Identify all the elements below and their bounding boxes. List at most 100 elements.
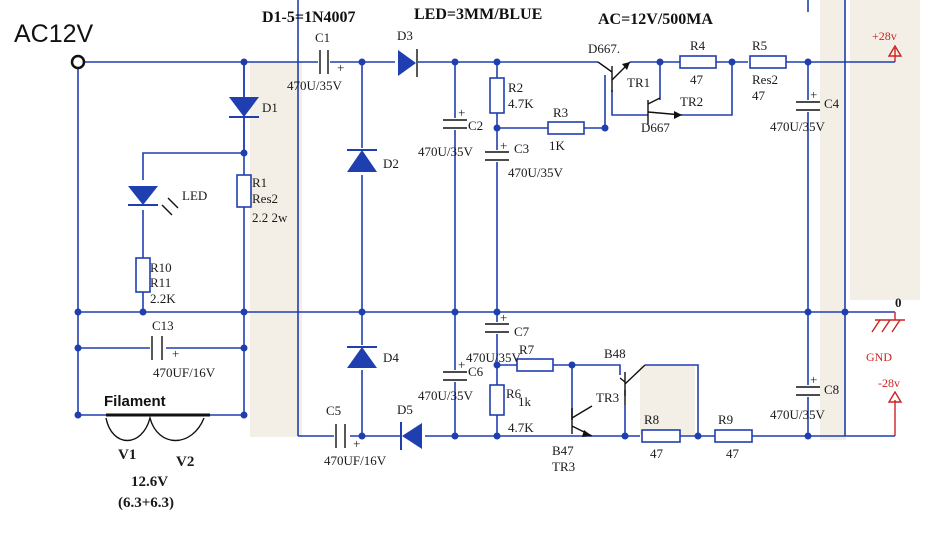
r5-type: Res2 xyxy=(752,72,778,87)
pos-rail-terminal xyxy=(887,44,903,62)
capacitor-c3: + xyxy=(485,138,509,161)
c2-value: 470U/35V xyxy=(418,144,474,159)
header-ac: AC=12V/500MA xyxy=(598,11,713,28)
d5-ref: D5 xyxy=(397,402,413,417)
diode-d4 xyxy=(347,346,377,368)
transistor-tr2 xyxy=(647,97,683,124)
c4-ref: C4 xyxy=(824,96,840,111)
r10-value: 2.2K xyxy=(150,291,176,306)
transistor-tr3-b48 xyxy=(619,364,646,405)
capacitor-c1: + xyxy=(319,50,344,75)
r11-ref: R11 xyxy=(150,275,171,290)
d1-ref: D1 xyxy=(262,100,278,115)
capacitor-c7: + xyxy=(485,310,509,333)
r5-ref: R5 xyxy=(752,38,767,53)
ac-input-terminal xyxy=(70,54,86,70)
r1-value: 2.2 2w xyxy=(252,210,288,225)
header-led: LED=3MM/BLUE xyxy=(414,6,542,23)
resistor-r5 xyxy=(749,55,787,69)
r8-value: 47 xyxy=(650,446,664,461)
capacitor-c8: + xyxy=(796,372,820,396)
c5-ref: C5 xyxy=(326,403,341,418)
transistor-tr1 xyxy=(597,61,631,92)
r4-ref: R4 xyxy=(690,38,706,53)
tr3a-part: B48 xyxy=(604,346,626,361)
tr3b-ref: TR3 xyxy=(552,459,575,474)
r5-value: 47 xyxy=(752,88,766,103)
tr1-ref: TR1 xyxy=(627,75,650,90)
filament-voltage: 12.6V xyxy=(131,474,168,490)
c1-value: 470U/35V xyxy=(287,78,343,93)
resistor-r1 xyxy=(236,174,252,208)
capacitor-c6: + xyxy=(443,357,467,381)
diode-d5 xyxy=(400,422,422,450)
r4-value: 47 xyxy=(690,72,704,87)
tr1-part: D667. xyxy=(588,41,620,56)
resistor-r4 xyxy=(679,55,717,69)
r10-ref: R10 xyxy=(150,260,172,275)
filament-split: (6.3+6.3) xyxy=(118,495,174,511)
junction-dots xyxy=(74,58,849,440)
c7-value: 470U/35V xyxy=(466,350,522,365)
capacitor-c2: + xyxy=(443,105,467,129)
ground-symbol xyxy=(871,312,905,333)
c13-value: 470UF/16V xyxy=(153,365,216,380)
c6-value: 470U/35V xyxy=(418,388,474,403)
diode-d1 xyxy=(229,62,259,153)
r7-ref: R7 xyxy=(519,342,535,357)
header-diodes: D1-5=1N4007 xyxy=(262,9,356,26)
r6-value: 4.7K xyxy=(508,420,534,435)
resistor-r6 xyxy=(489,384,505,416)
c8-ref: C8 xyxy=(824,382,839,397)
c3-value: 470U/35V xyxy=(508,165,564,180)
r1-type: Res2 xyxy=(252,191,278,206)
diode-d3 xyxy=(398,49,418,77)
capacitor-c4: + xyxy=(796,87,820,111)
transistor-tr3-b47 xyxy=(571,405,593,437)
r6-value2: 1k xyxy=(518,394,532,409)
filament-v1: V1 xyxy=(118,447,136,463)
led-indicator xyxy=(128,186,179,216)
d4-ref: D4 xyxy=(383,350,399,365)
d2-ref: D2 xyxy=(383,156,399,171)
svg-text:+: + xyxy=(810,372,817,387)
svg-text:+: + xyxy=(337,60,344,75)
resistor-r7 xyxy=(516,358,554,372)
svg-text:+: + xyxy=(458,105,465,120)
tr2-part: D667 xyxy=(641,120,670,135)
r2-ref: R2 xyxy=(508,80,523,95)
input-voltage-label: AC12V xyxy=(14,20,94,48)
c1-ref: C1 xyxy=(315,30,330,45)
neg-rail-terminal xyxy=(887,390,903,436)
pos-rail-label: +28v xyxy=(872,29,897,43)
zero-rail-label: 0 xyxy=(895,295,902,310)
r2-value: 4.7K xyxy=(508,96,534,111)
led-ref: LED xyxy=(182,188,207,203)
neg-rail-label: -28v xyxy=(878,376,900,390)
tr3b-part: B47 xyxy=(552,443,574,458)
tr3a-ref: TR3 xyxy=(596,390,619,405)
c8-value: 470U/35V xyxy=(770,407,826,422)
svg-text:+: + xyxy=(172,346,179,361)
svg-text:+: + xyxy=(353,436,360,451)
r6-ref: R6 xyxy=(506,386,522,401)
c2-ref: C2 xyxy=(468,118,483,133)
c4-value: 470U/35V xyxy=(770,119,826,134)
c5-value: 470UF/16V xyxy=(324,453,387,468)
capacitor-c5: + xyxy=(335,424,360,451)
r3-ref: R3 xyxy=(553,105,568,120)
d3-ref: D3 xyxy=(397,28,413,43)
r9-ref: R9 xyxy=(718,412,733,427)
r3-value: 1K xyxy=(549,138,566,153)
svg-text:+: + xyxy=(500,310,507,325)
diode-d2 xyxy=(347,149,377,172)
tr2-ref: TR2 xyxy=(680,94,703,109)
resistor-r10 xyxy=(135,257,151,293)
filament-label: Filament xyxy=(104,393,166,410)
r9-value: 47 xyxy=(726,446,740,461)
c13-ref: C13 xyxy=(152,318,174,333)
c7-ref: C7 xyxy=(514,324,530,339)
c3-ref: C3 xyxy=(514,141,529,156)
capacitor-c13: + xyxy=(151,336,179,361)
